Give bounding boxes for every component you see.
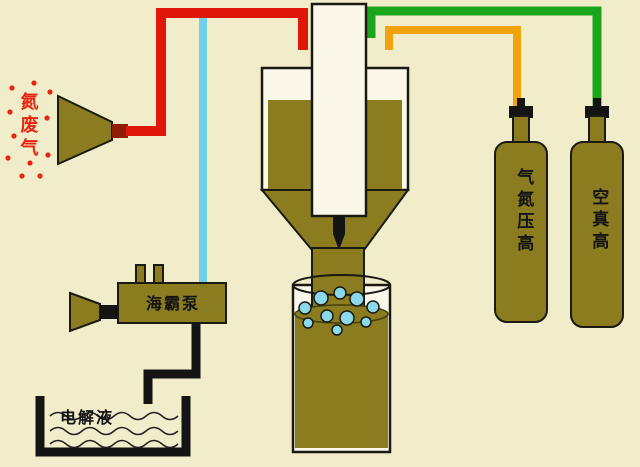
pump-motor xyxy=(69,291,101,333)
nozzle-connector xyxy=(112,124,128,138)
pump-label: 海霸泵 xyxy=(146,294,201,313)
green-tube xyxy=(366,6,602,117)
pump-shaft xyxy=(100,305,118,319)
electrolyte-label: 电解液 xyxy=(60,408,115,427)
cylinder-neck xyxy=(588,115,606,145)
cylinder-nitrogen-label: 气氮压高 xyxy=(513,168,534,256)
wave-lines xyxy=(49,411,179,449)
waste-gas-label: 氮废气 xyxy=(17,92,39,161)
cylinder-valve-icon xyxy=(593,98,601,108)
gas-particles xyxy=(5,80,53,179)
gas-cylinder-vacuum xyxy=(570,98,624,328)
electrolyte-tank xyxy=(35,396,191,457)
exhaust-nozzle xyxy=(57,94,113,166)
cylinder-vacuum-label: 空真高 xyxy=(588,188,609,254)
cylinder-tank xyxy=(494,141,548,323)
beaker-liquid xyxy=(295,314,388,448)
cylinder-neck xyxy=(512,115,530,145)
cylinder-valve-icon xyxy=(517,98,525,108)
drain-pipe xyxy=(143,323,201,404)
red-tube xyxy=(126,8,308,136)
column-tip xyxy=(333,216,345,250)
orange-tube xyxy=(385,26,521,117)
gas-cylinder-nitrogen xyxy=(494,98,548,323)
pump xyxy=(69,264,227,333)
inner-column xyxy=(310,2,368,218)
cylinder-tank xyxy=(570,141,624,328)
bubbles xyxy=(298,286,380,336)
pump-body xyxy=(117,282,227,324)
